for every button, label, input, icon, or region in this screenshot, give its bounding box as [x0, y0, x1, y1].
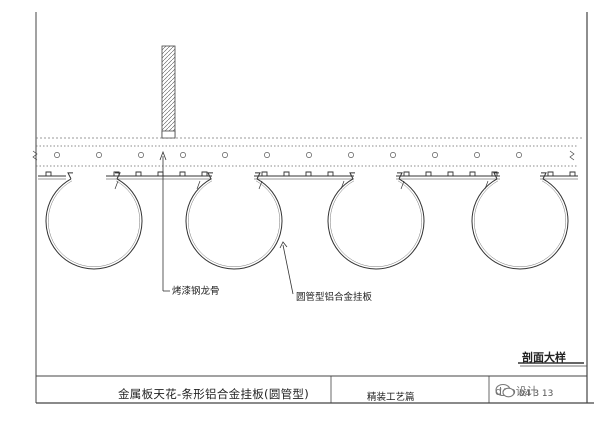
clip-row [38, 171, 578, 190]
tube-lip [207, 172, 213, 180]
title-block [36, 365, 587, 403]
keel-label: 烤漆钢龙骨 [172, 286, 220, 297]
keel-hole [138, 152, 144, 158]
wechat-icon [495, 383, 515, 398]
hanger-tick [196, 180, 201, 190]
clip-hook [201, 171, 208, 176]
round-tube-panels [45, 172, 569, 270]
tube-lip [397, 172, 403, 180]
tube-lip [115, 172, 121, 180]
tube-lip [493, 172, 499, 180]
clip-hook [403, 171, 410, 176]
panel-label: 圆管型铝合金挂板 [296, 292, 373, 303]
tube-lip [255, 172, 261, 180]
tube-lip [541, 172, 547, 180]
keel-hole [348, 152, 354, 158]
clip-hook [547, 171, 554, 176]
tube-panel-inner [187, 180, 281, 267]
sheet-code: 04 3 13 [519, 389, 554, 399]
clip-hook [491, 171, 498, 176]
clip-hook [261, 171, 268, 176]
clip-hook [179, 171, 186, 176]
drawing-frame [35, 12, 594, 404]
chapter-label: 精装工艺篇 [367, 392, 415, 403]
keel-hole [390, 152, 396, 158]
leader-panel [279, 241, 294, 295]
clip-hook [45, 171, 52, 176]
clip-hook [469, 171, 476, 176]
hanger-tick [258, 180, 263, 190]
clip-hook [157, 171, 164, 176]
tube-lip [349, 172, 355, 180]
keel-hole [264, 152, 270, 158]
clip-hook [305, 171, 312, 176]
tube-panel [471, 178, 569, 270]
keel-hole [54, 152, 60, 158]
tube-panel-inner [47, 180, 141, 267]
clip-hook [425, 171, 432, 176]
hanger-tick [400, 180, 405, 190]
keel-holes [54, 152, 522, 158]
tube-panel [327, 178, 425, 270]
keel-hole [516, 152, 522, 158]
keel-hole [432, 152, 438, 158]
concrete-column [161, 45, 176, 139]
steel-keel [32, 145, 578, 167]
section-title: 剖面大样 [522, 351, 566, 364]
keel-hole [222, 152, 228, 158]
clip-hook [283, 171, 290, 176]
tube-lip [67, 172, 73, 180]
clip-hook [327, 171, 334, 176]
watermark: dop设计 [495, 383, 538, 399]
drawing-title: 金属板天花-条形铝合金挂板(圆管型) [118, 387, 310, 401]
keel-hole [474, 152, 480, 158]
tube-panel [45, 178, 143, 270]
clip-hook [135, 171, 142, 176]
leader-keel [159, 150, 170, 292]
hanger-tick [114, 180, 119, 190]
tube-panel-inner [329, 180, 423, 267]
keel-hole [96, 152, 102, 158]
clip-hook [569, 171, 576, 176]
tube-panel-inner [473, 180, 567, 267]
clip-hook [447, 171, 454, 176]
tube-panel [185, 178, 283, 270]
keel-hole [180, 152, 186, 158]
keel-hole [306, 152, 312, 158]
